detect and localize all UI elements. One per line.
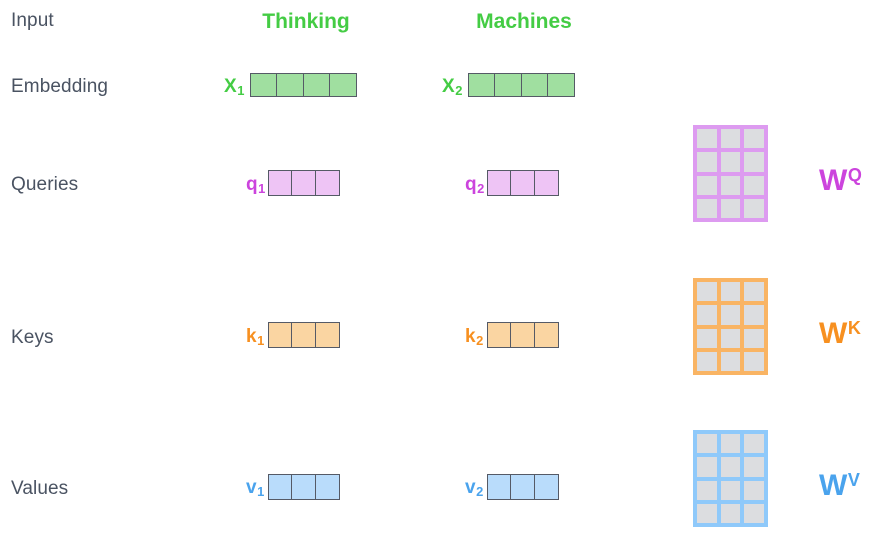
- matrix-cell: [744, 175, 764, 195]
- matrix-cell: [697, 480, 717, 500]
- matrix-cell: [720, 503, 741, 523]
- vector-query-2: [487, 170, 561, 196]
- vector-cell: [510, 170, 536, 196]
- matrix-cell: [720, 129, 741, 149]
- matrix-cell: [697, 503, 717, 523]
- vector-cell: [268, 170, 293, 196]
- matrix-cell: [744, 305, 764, 325]
- matrix-cell: [720, 457, 741, 477]
- vector-cell: [487, 322, 512, 348]
- vector-cell: [314, 322, 340, 348]
- vector-cell: [329, 73, 358, 97]
- matrix-cell: [744, 351, 764, 371]
- vector-value-2: [487, 474, 561, 500]
- vector-cell: [468, 73, 496, 97]
- vector-label-x2: X2: [442, 76, 463, 98]
- vector-label-v2: v2: [465, 477, 484, 499]
- weight-matrix-label-value: WV: [819, 469, 860, 502]
- matrix-cell: [697, 434, 717, 454]
- vector-cell: [520, 73, 549, 97]
- vector-key-1: [268, 322, 342, 348]
- column-header-thinking: Thinking: [262, 10, 350, 33]
- weight-matrix-query: [693, 125, 768, 222]
- matrix-cell: [697, 152, 717, 172]
- vector-cell: [533, 474, 559, 500]
- matrix-cell: [720, 480, 741, 500]
- matrix-cell: [720, 328, 741, 348]
- matrix-cell: [744, 129, 764, 149]
- matrix-cell: [744, 328, 764, 348]
- vector-cell: [268, 322, 293, 348]
- matrix-cell: [720, 305, 741, 325]
- vector-cell: [487, 170, 512, 196]
- vector-cell: [510, 474, 536, 500]
- matrix-cell: [720, 282, 741, 302]
- vector-cell: [487, 474, 512, 500]
- vector-embedding-2: [468, 73, 580, 97]
- matrix-cell: [697, 457, 717, 477]
- matrix-cell: [697, 305, 717, 325]
- matrix-cell: [720, 198, 741, 218]
- vector-label-q1: q1: [246, 174, 266, 196]
- matrix-cell: [720, 175, 741, 195]
- matrix-cell: [720, 152, 741, 172]
- matrix-cell: [744, 282, 764, 302]
- matrix-cell: [744, 480, 764, 500]
- matrix-cell: [744, 457, 764, 477]
- matrix-cell: [720, 434, 741, 454]
- row-label-keys: Keys: [11, 327, 54, 348]
- column-header-machines: Machines: [476, 10, 572, 33]
- vector-cell: [268, 474, 293, 500]
- weight-matrix-label-key: WK: [819, 317, 861, 350]
- vector-label-q2: q2: [465, 174, 485, 196]
- matrix-cell: [744, 198, 764, 218]
- vector-cell: [547, 73, 576, 97]
- vector-cell: [494, 73, 523, 97]
- vector-key-2: [487, 322, 561, 348]
- matrix-cell: [697, 175, 717, 195]
- vector-cell: [276, 73, 305, 97]
- row-label-values: Values: [11, 478, 69, 499]
- vector-cell: [291, 474, 317, 500]
- matrix-cell: [744, 434, 764, 454]
- vector-label-v1: v1: [246, 477, 265, 499]
- vector-cell: [533, 322, 559, 348]
- vector-value-1: [268, 474, 342, 500]
- matrix-cell: [697, 129, 717, 149]
- weight-matrix-label-query: WQ: [819, 164, 862, 197]
- vector-label-x1: X1: [224, 76, 245, 98]
- weight-matrix-value: [693, 430, 768, 527]
- vector-cell: [302, 73, 331, 97]
- vector-embedding-1: [250, 73, 362, 97]
- matrix-cell: [744, 503, 764, 523]
- matrix-cell: [720, 351, 741, 371]
- row-label-embedding: Embedding: [11, 76, 109, 97]
- vector-cell: [314, 474, 340, 500]
- matrix-cell: [697, 282, 717, 302]
- vector-cell: [533, 170, 559, 196]
- matrix-cell: [744, 152, 764, 172]
- vector-cell: [314, 170, 340, 196]
- vector-cell: [291, 170, 317, 196]
- matrix-cell: [697, 328, 717, 348]
- vector-query-1: [268, 170, 342, 196]
- vector-cell: [510, 322, 536, 348]
- matrix-cell: [697, 198, 717, 218]
- weight-matrix-key: [693, 278, 768, 375]
- row-label-queries: Queries: [11, 174, 79, 195]
- vector-label-k1: k1: [246, 326, 265, 348]
- vector-cell: [291, 322, 317, 348]
- vector-label-k2: k2: [465, 326, 484, 348]
- matrix-cell: [697, 351, 717, 371]
- vector-cell: [250, 73, 278, 97]
- row-label-input: Input: [11, 10, 54, 31]
